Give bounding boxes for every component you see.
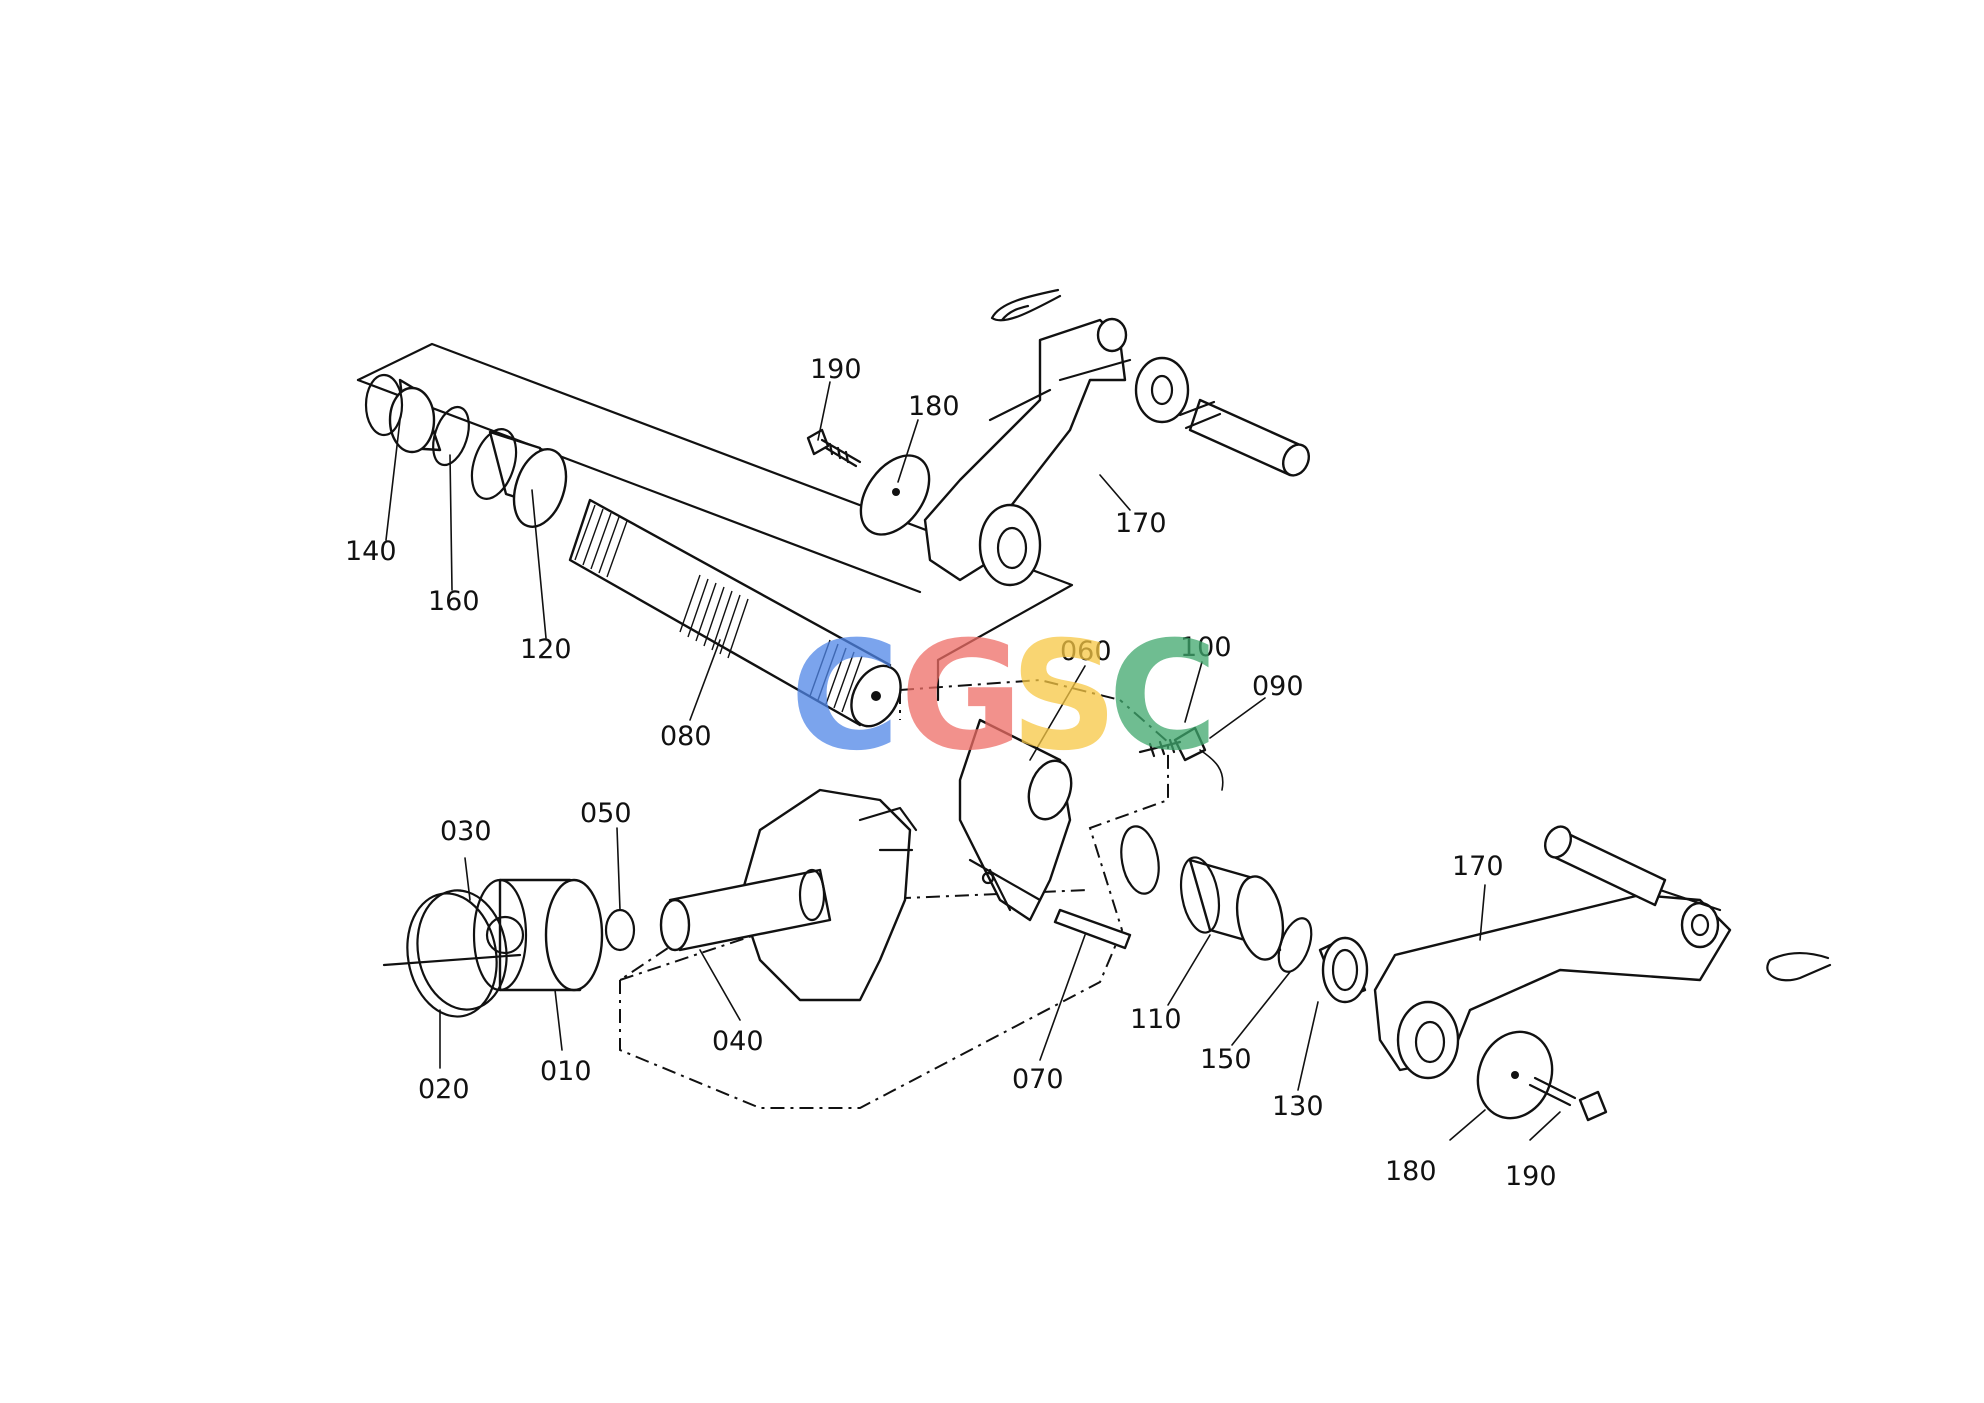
clip-pin-right	[1766, 951, 1832, 982]
label-050: 050	[580, 798, 632, 829]
label-190-top: 190	[810, 354, 862, 385]
label-010: 010	[540, 1056, 592, 1087]
watermark-letter: S	[1010, 610, 1118, 784]
label-060: 060	[1060, 636, 1112, 667]
watermark-letter: C	[790, 610, 900, 784]
part-010-bearing	[472, 878, 604, 992]
part-190-bolt-top	[806, 428, 862, 468]
label-090: 090	[1252, 671, 1304, 702]
part-160-ring	[432, 405, 470, 467]
part-120-bushing	[470, 428, 568, 528]
part-110-bushing	[1120, 825, 1285, 961]
part-150-ring	[1277, 917, 1313, 973]
label-170-right: 170	[1452, 851, 1504, 882]
pin-lower-right	[1543, 825, 1667, 907]
part-170-lever-right	[1373, 888, 1732, 1080]
label-100: 100	[1180, 632, 1232, 663]
part-060-lever	[958, 718, 1073, 922]
part-180-washer-top	[859, 454, 931, 536]
label-040: 040	[712, 1026, 764, 1057]
clip-pin-top	[990, 288, 1062, 322]
label-160: 160	[428, 586, 480, 617]
label-150: 150	[1200, 1044, 1252, 1075]
part-050-o-ring	[604, 908, 636, 952]
label-080: 080	[660, 721, 712, 752]
part-130-collar	[1318, 936, 1369, 1004]
label-020: 020	[418, 1074, 470, 1105]
part-140-collar	[364, 373, 442, 454]
part-080-shaft	[568, 498, 902, 728]
part-040-shaft	[659, 868, 832, 952]
watermark-letter: G	[900, 610, 1023, 784]
label-030: 030	[440, 816, 492, 847]
part-170-lever-top	[923, 317, 1190, 587]
label-170-top: 170	[1115, 508, 1167, 539]
part-180-washer-bottom	[1476, 1030, 1554, 1120]
label-120: 120	[520, 634, 572, 665]
watermark-letter: C	[1108, 610, 1218, 784]
part-070-key	[1053, 908, 1132, 950]
part-190-bolt-bottom	[1528, 1076, 1608, 1122]
leader-lines	[385, 381, 1561, 1141]
label-180-top: 180	[908, 391, 960, 422]
label-110: 110	[1130, 1004, 1182, 1035]
part-090-bolt	[1138, 726, 1224, 791]
part-020-030-rings	[382, 889, 522, 1018]
pin-top-right	[1178, 398, 1311, 477]
label-070: 070	[1012, 1064, 1064, 1095]
label-130: 130	[1272, 1091, 1324, 1122]
upper-shaft-outline	[356, 342, 1074, 702]
part-labels: 140 160 120 080 190 180 170 060 100 090 …	[345, 354, 1557, 1192]
label-190-bottom: 190	[1505, 1161, 1557, 1192]
label-180-bottom: 180	[1385, 1156, 1437, 1187]
label-140: 140	[345, 536, 397, 567]
